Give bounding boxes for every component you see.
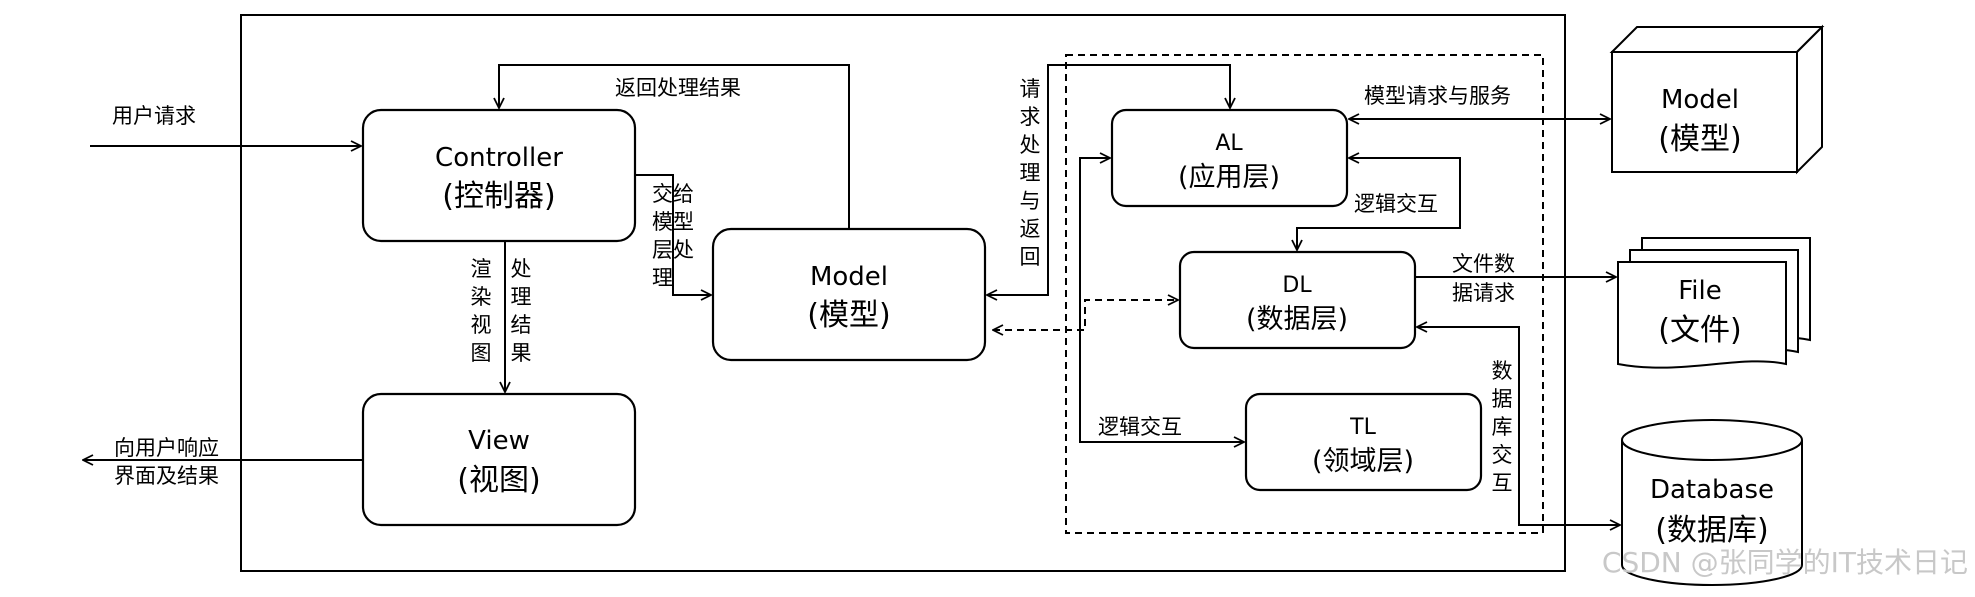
- label-db-interaction: 数 据 库 交 互: [1492, 359, 1513, 495]
- svg-text:处: 处: [1020, 133, 1041, 157]
- edge-logic-interaction-2: [1079, 158, 1244, 442]
- svg-text:据: 据: [1492, 387, 1513, 411]
- tl-node: TL (领域层): [1244, 392, 1483, 492]
- svg-text:库: 库: [1492, 415, 1513, 439]
- svg-text:交给: 交给: [652, 182, 694, 206]
- label-user-request: 用户请求: [112, 104, 196, 128]
- dl-cn: (数据层): [1246, 304, 1348, 335]
- edge-hand-to-model: [635, 174, 711, 295]
- controller-node: Controller (控制器): [361, 108, 637, 243]
- edge-model-dl-dashed: [993, 300, 1178, 330]
- database-cn: (数据库): [1655, 513, 1768, 548]
- ext-model-cube: Model (模型): [1609, 24, 1825, 175]
- label-request-return: 请 求 处 理 与 返 回: [1020, 77, 1041, 269]
- model-name: Model: [810, 262, 888, 292]
- view-node: View (视图): [361, 392, 637, 527]
- controller-name: Controller: [435, 143, 563, 173]
- svg-text:图: 图: [471, 341, 492, 365]
- svg-text:处: 处: [511, 257, 532, 281]
- svg-text:文件数: 文件数: [1452, 252, 1515, 276]
- label-hand-to-model: 交给 模型 层处 理: [652, 182, 694, 290]
- al-node: AL (应用层): [1110, 108, 1349, 208]
- svg-text:理: 理: [511, 285, 532, 309]
- controller-cn: (控制器): [442, 179, 555, 214]
- ext-model-name: Model: [1661, 85, 1739, 115]
- svg-text:理: 理: [1020, 161, 1041, 185]
- svg-text:请: 请: [1020, 77, 1041, 101]
- view-name: View: [468, 426, 530, 456]
- database-cylinder: Database (数据库): [1621, 419, 1803, 586]
- label-return-result: 返回处理结果: [615, 76, 741, 100]
- view-cn: (视图): [457, 463, 540, 498]
- svg-text:果: 果: [511, 341, 532, 365]
- svg-text:求: 求: [1020, 105, 1041, 129]
- svg-text:染: 染: [471, 285, 492, 309]
- svg-text:向用户响应: 向用户响应: [114, 436, 219, 460]
- label-respond-user: 向用户响应 界面及结果: [114, 436, 219, 488]
- ext-model-cn: (模型): [1658, 122, 1741, 157]
- svg-text:与: 与: [1020, 189, 1041, 213]
- al-cn: (应用层): [1178, 162, 1280, 193]
- label-model-request-service: 模型请求与服务: [1364, 84, 1511, 108]
- label-logic-interaction-1: 逻辑交互: [1354, 192, 1438, 216]
- database-name: Database: [1650, 475, 1774, 505]
- svg-text:理: 理: [652, 266, 673, 290]
- dl-node: DL (数据层): [1178, 250, 1417, 350]
- file-stack: File (文件): [1617, 237, 1811, 369]
- svg-text:层处: 层处: [652, 238, 694, 262]
- tl-cn: (领域层): [1312, 446, 1414, 477]
- svg-text:回: 回: [1020, 245, 1041, 269]
- svg-text:结: 结: [511, 313, 532, 337]
- svg-text:界面及结果: 界面及结果: [114, 464, 219, 488]
- edge-logic-interaction-1: [1297, 158, 1461, 250]
- svg-text:渲: 渲: [471, 257, 492, 281]
- al-name: AL: [1215, 131, 1243, 156]
- file-name: File: [1678, 276, 1722, 306]
- edge-return-result: [499, 64, 850, 229]
- svg-text:交: 交: [1492, 443, 1513, 467]
- label-file-data-request: 文件数 据请求: [1452, 252, 1515, 305]
- svg-text:互: 互: [1492, 471, 1513, 495]
- label-process-result: 处 理 结 果: [511, 257, 532, 365]
- svg-text:视: 视: [471, 313, 492, 337]
- svg-text:据请求: 据请求: [1452, 281, 1515, 305]
- system-frame: [240, 14, 1566, 572]
- svg-text:模型: 模型: [652, 210, 694, 234]
- file-cn: (文件): [1658, 313, 1741, 348]
- model-cn: (模型): [807, 298, 890, 333]
- dl-name: DL: [1282, 273, 1312, 298]
- svg-text:数: 数: [1492, 359, 1513, 383]
- model-node: Model (模型): [711, 227, 987, 362]
- label-render-view: 渲 染 视 图: [471, 257, 492, 365]
- edge-db-interaction: [1417, 327, 1620, 525]
- watermark: CSDN @张同学的IT技术日记: [1602, 546, 1968, 579]
- tl-name: TL: [1349, 415, 1376, 440]
- label-logic-interaction-2: 逻辑交互: [1098, 415, 1182, 439]
- svg-text:返: 返: [1020, 217, 1041, 241]
